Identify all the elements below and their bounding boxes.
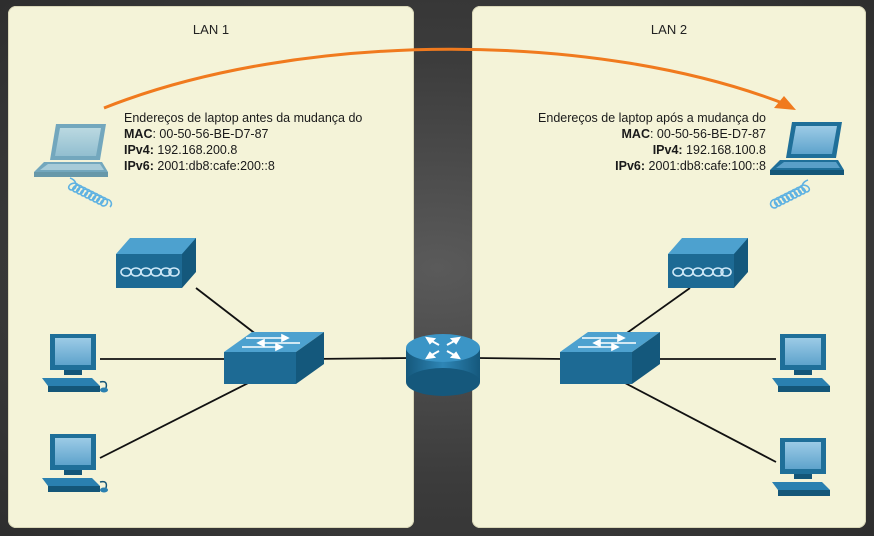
mac-value: : 00-50-56-BE-D7-87 [649,127,766,141]
pc-icon[interactable] [772,334,830,392]
ipv4-line: IPv4: 192.168.100.8 [472,142,766,158]
wireless-access-point-icon[interactable] [116,238,196,288]
mac-label: MAC [621,127,650,141]
laptop-icon[interactable] [34,124,108,177]
ipv6-line: IPv6: 2001:db8:cafe:200::8 [124,158,404,174]
ipv6-line: IPv6: 2001:db8:cafe:100::8 [472,158,766,174]
mac-label: MAC [124,127,153,141]
ipv4-line: IPv4: 192.168.200.8 [124,142,404,158]
mac-line: MAC: 00-50-56-BE-D7-87 [472,126,767,142]
laptop-addresses-before: Endereços de laptop antes da mudança do … [124,110,404,174]
link-switch2-pc4 [603,371,777,463]
ipv4-label: IPv4: [124,143,154,157]
laptop-icon[interactable] [770,122,844,175]
mac-value: : 00-50-56-BE-D7-87 [152,127,269,141]
link-pc2-switch1 [99,371,271,459]
switch-icon[interactable] [560,332,660,384]
after-heading: Endereços de laptop após a mudança do [538,111,766,125]
switch-icon[interactable] [224,332,324,384]
ipv6-label: IPv6: [615,159,646,173]
ipv4-value: 192.168.200.8 [153,143,238,157]
ipv4-label: IPv4: [652,143,683,157]
pc-icon[interactable] [42,334,108,393]
before-heading: Endereços de laptop antes da mudança do [124,111,363,125]
link-switch1-router [309,357,411,360]
move-arrow [103,47,796,110]
ipv6-label: IPv6: [124,159,154,173]
mac-line: MAC: 00-50-56-BE-D7-87 [124,126,404,142]
ipv4-value: 192.168.100.8 [682,143,766,157]
pc-icon[interactable] [42,434,108,493]
wireless-signal-lan2 [769,179,811,209]
ipv6-value: 2001:db8:cafe:100::8 [645,159,766,173]
laptop-addresses-after: Endereços de laptop após a mudança do MA… [472,110,766,174]
router-icon[interactable] [406,334,480,396]
lan1-title: LAN 1 [192,22,230,37]
wireless-signal-lan1 [67,177,113,208]
wireless-access-point-icon[interactable] [668,238,748,288]
ipv6-value: 2001:db8:cafe:200::8 [153,159,275,173]
pc-icon[interactable] [772,438,830,496]
link-router-switch2 [475,357,565,360]
lan2-title: LAN 2 [650,22,688,37]
